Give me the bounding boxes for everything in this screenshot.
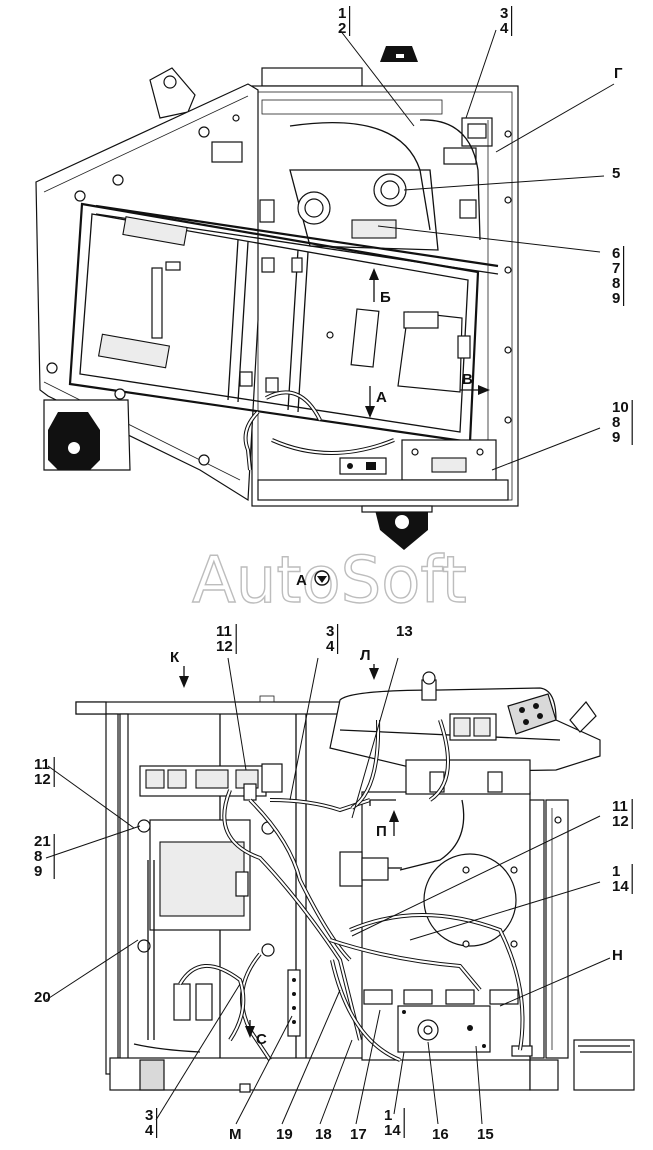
callout-c20-line-0: 20	[34, 989, 51, 1006]
callout-c21-line-1: 8	[34, 848, 42, 865]
callout-c3-4-line-0: 3	[500, 5, 508, 22]
bottom-view	[75, 671, 635, 1093]
callout-labels: 1234Г56789108911123413111221891112114Н20…	[34, 5, 633, 1143]
callout-c16: 16	[432, 1126, 449, 1143]
callout-c1-14b: 114	[384, 1107, 405, 1139]
callout-c1-2: 12	[338, 5, 351, 37]
callout-c5-line-0: 5	[612, 165, 620, 182]
callout-c3-4b-line-0: 3	[326, 623, 334, 640]
callout-c3-4: 34	[500, 5, 513, 37]
callout-c11-12c-line-0: 11	[612, 798, 628, 815]
callout-c6-9-line-1: 7	[612, 260, 620, 277]
arrow-b-label: Б	[380, 289, 391, 306]
callout-cH-line-0: Н	[612, 947, 623, 964]
callout-c5: 5	[612, 165, 620, 182]
callout-c10-line-0: 10	[612, 399, 629, 416]
callout-c13: 13	[396, 623, 413, 640]
callout-c1-14a-line-0: 1	[612, 863, 620, 880]
callout-c11-12b-line-1: 12	[34, 771, 51, 788]
callout-c6-9-line-3: 9	[612, 290, 620, 307]
callout-c16-line-0: 16	[432, 1126, 449, 1143]
callout-c21-line-0: 21	[34, 833, 51, 850]
callout-c18: 18	[315, 1126, 332, 1143]
callout-c11-12a-line-0: 11	[216, 623, 232, 640]
arrow-p-label: П	[376, 823, 387, 840]
top-view-arrows: Б А В	[365, 268, 490, 418]
callout-c1-14a-line-1: 14	[612, 878, 629, 895]
callout-c17-line-0: 17	[350, 1126, 367, 1143]
callout-c1-14b-line-0: 1	[384, 1107, 392, 1124]
callout-c1-14a: 114	[612, 863, 633, 895]
arrow-s-label: С	[256, 1031, 267, 1048]
callout-c1-14b-line-1: 14	[384, 1122, 401, 1139]
callout-c6-9-line-2: 8	[612, 275, 620, 292]
top-view-leaders	[339, 29, 615, 471]
callout-c3-4-line-1: 4	[500, 20, 509, 37]
callout-c21-line-2: 9	[34, 863, 42, 880]
bottom-view-leaders	[45, 657, 611, 1125]
callout-c3-4c: 34	[145, 1107, 158, 1139]
callout-cG: Г	[614, 65, 623, 82]
callout-c3-4c-line-1: 4	[145, 1122, 154, 1139]
callout-cG-line-0: Г	[614, 65, 623, 82]
callout-c15: 15	[477, 1126, 494, 1143]
callout-cH: Н	[612, 947, 623, 964]
bottom-view-arrows: К Л П С	[170, 647, 399, 1048]
callout-c13-line-0: 13	[396, 623, 413, 640]
callout-c19-line-0: 19	[276, 1126, 293, 1143]
callout-c6-9-line-0: 6	[612, 245, 620, 262]
callout-c20: 20	[34, 989, 51, 1006]
callout-c10-line-1: 8	[612, 414, 620, 431]
section-mark-letter: А	[296, 572, 307, 589]
callout-cM: М	[229, 1126, 242, 1143]
callout-c19: 19	[276, 1126, 293, 1143]
callout-c15-line-0: 15	[477, 1126, 494, 1143]
callout-c17: 17	[350, 1126, 367, 1143]
top-view	[35, 46, 519, 550]
callout-c3-4b: 34	[326, 623, 339, 655]
arrow-k-label: К	[170, 649, 180, 666]
callout-c1-2-line-1: 2	[338, 20, 346, 37]
arrow-l-label: Л	[360, 647, 371, 664]
arrow-a-top-label: А	[376, 389, 387, 406]
arrow-v-label: В	[462, 371, 473, 388]
callout-c10-line-2: 9	[612, 429, 620, 446]
callout-c3-4b-line-1: 4	[326, 638, 335, 655]
callout-c11-12a-line-1: 12	[216, 638, 233, 655]
callout-c11-12b-line-0: 11	[34, 756, 50, 773]
callout-c3-4c-line-0: 3	[145, 1107, 153, 1124]
callout-cM-line-0: М	[229, 1126, 242, 1143]
callout-c1-2-line-0: 1	[338, 5, 346, 22]
callout-c18-line-0: 18	[315, 1126, 332, 1143]
watermark-text: AutoSoft	[192, 544, 467, 618]
section-mark: А	[296, 570, 330, 589]
callout-c11-12c-line-1: 12	[612, 813, 629, 830]
